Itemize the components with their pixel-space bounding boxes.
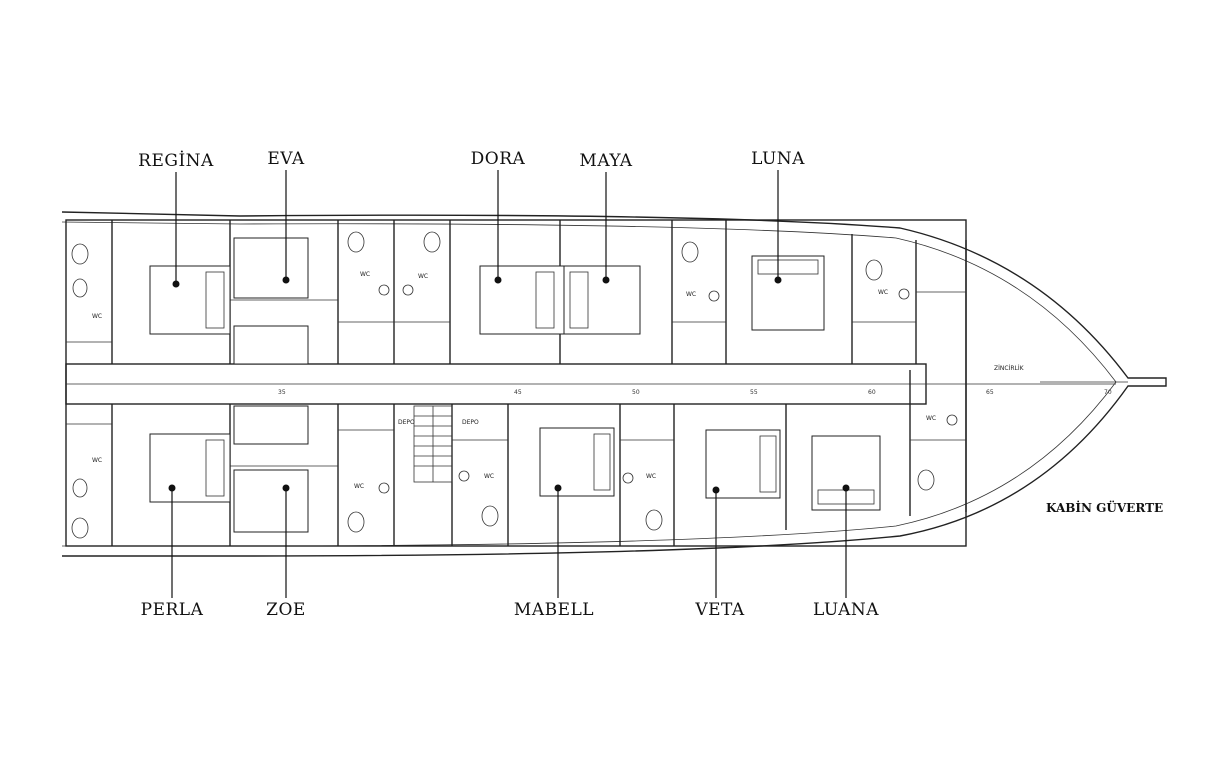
wc-label: WC (686, 291, 696, 298)
wc-label: WC (926, 415, 936, 422)
cabin-label-zoe: ZOE (266, 600, 306, 620)
cabin-label-veta: VETA (694, 600, 745, 620)
wc-label: WC (354, 483, 364, 490)
scale-tick: 45 (514, 389, 522, 396)
beds (149, 237, 881, 533)
wc-label: WC (92, 313, 102, 320)
cabin-label-luna: LUNA (751, 149, 805, 169)
hull-outline (61, 211, 1167, 557)
cabin-label-regina: REGİNA (138, 150, 214, 171)
cabin-leaders-bottom (168, 484, 850, 598)
wc-label: WC (646, 473, 656, 480)
wc-label: WC (878, 289, 888, 296)
zincirlik-label: ZİNCİRLİK (994, 365, 1025, 372)
cabin-label-perla: PERLA (141, 600, 204, 620)
scale-tick: 50 (632, 389, 640, 396)
stairs (413, 405, 453, 483)
scale-tick: 55 (750, 389, 758, 396)
depo-label: DEPO (462, 419, 479, 426)
wc-label: WC (484, 473, 494, 480)
wc-label: WC (360, 271, 370, 278)
cabin-label-eva: EVA (267, 149, 305, 169)
cabin-labels-top: REGİNA EVA DORA MAYA LUNA (138, 149, 805, 171)
cabin-labels-bottom: PERLA ZOE MABELL VETA LUANA (141, 600, 879, 620)
deck-title: KABİN GÜVERTE (1046, 499, 1163, 515)
wc-label: WC (418, 273, 428, 280)
small-labels: WC WC WC WC WC WC WC WC WC WC DEPO DEPO … (92, 271, 1025, 490)
cabin-label-mabell: MABELL (514, 600, 594, 620)
wc-fixtures (71, 231, 958, 539)
cabin-leaders-top (172, 170, 782, 288)
scale-tick: 60 (868, 389, 876, 396)
scale-tick: 65 (986, 389, 994, 396)
cabin-label-maya: MAYA (579, 151, 632, 171)
scale-tick: 35 (278, 389, 286, 396)
cabin-label-dora: DORA (471, 149, 526, 169)
cabin-label-luana: LUANA (813, 600, 879, 620)
frame-scale: 35 45 50 55 60 65 70 (278, 389, 1112, 396)
depo-label: DEPO (398, 419, 415, 426)
wc-label: WC (92, 457, 102, 464)
scale-tick: 70 (1104, 389, 1112, 396)
interior-walls (65, 219, 1116, 547)
